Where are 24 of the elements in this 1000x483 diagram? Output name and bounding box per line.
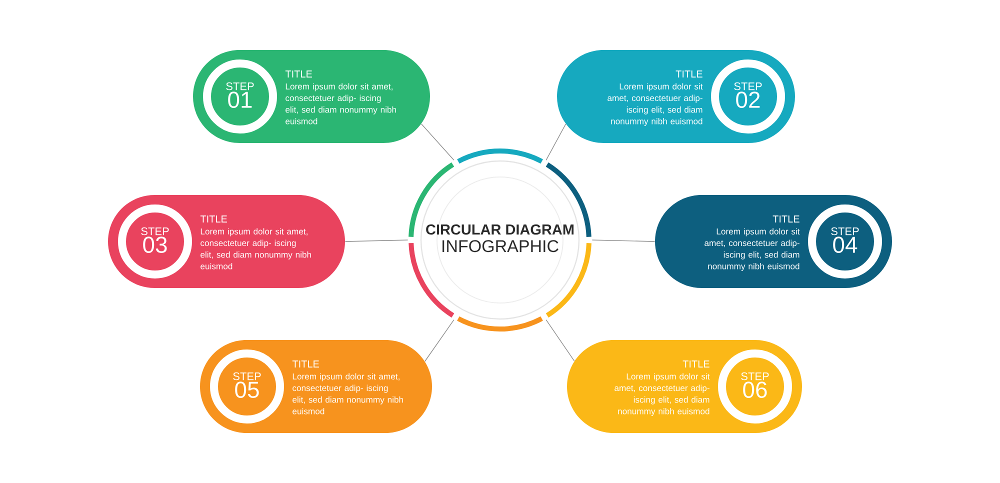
step-badge: STEP 05	[210, 350, 284, 424]
connector-line	[420, 124, 454, 160]
card-title: TITLE	[285, 70, 312, 78]
card-body-text: Lorem ipsum dolor sit amet, consectetuer adip- iscing elit, sed diam nonummy nibh euismod	[608, 83, 703, 126]
connector-line	[592, 240, 656, 242]
connector-line	[344, 240, 408, 242]
card-title: TITLE	[676, 70, 702, 78]
card-body-text: Lorem ipsum dolor sit amet, consectetuer adip- iscing elit, sed diam nonummy nibh euismod	[614, 373, 710, 416]
card-body-text: Lorem ipsum dolor sit amet, consectetuer adip- iscing elit, sed diam nonummy nibh euismod	[200, 228, 311, 270]
step-badge: STEP 02	[711, 60, 785, 134]
card-title: TITLE	[292, 360, 319, 368]
card-title: TITLE	[682, 360, 710, 368]
connector-line	[546, 124, 566, 160]
card-body-text: Lorem ipsum dolor sit amet, consectetuer adip- iscing elit, sed diam nonummy nibh euismod	[286, 83, 396, 124]
card-title: TITLE	[200, 216, 227, 222]
step-badge: STEP 01	[203, 60, 277, 134]
card-body-text: Lorem ipsum dolor sit amet, consectetuer adip- iscing elit, sed diam nonummy nibh euismod	[292, 373, 403, 414]
step-badge: STEP 06	[718, 350, 792, 424]
connector-line	[546, 320, 575, 362]
step-badge: STEP 03	[118, 204, 192, 278]
card-title: TITLE	[772, 216, 800, 222]
connector-line	[424, 320, 454, 362]
card-body-text: Lorem ipsum dolor sit amet, consectetuer adip- iscing elit, sed diam nonummy nibh euismod	[704, 228, 800, 272]
step-badge: STEP 04	[808, 204, 882, 278]
